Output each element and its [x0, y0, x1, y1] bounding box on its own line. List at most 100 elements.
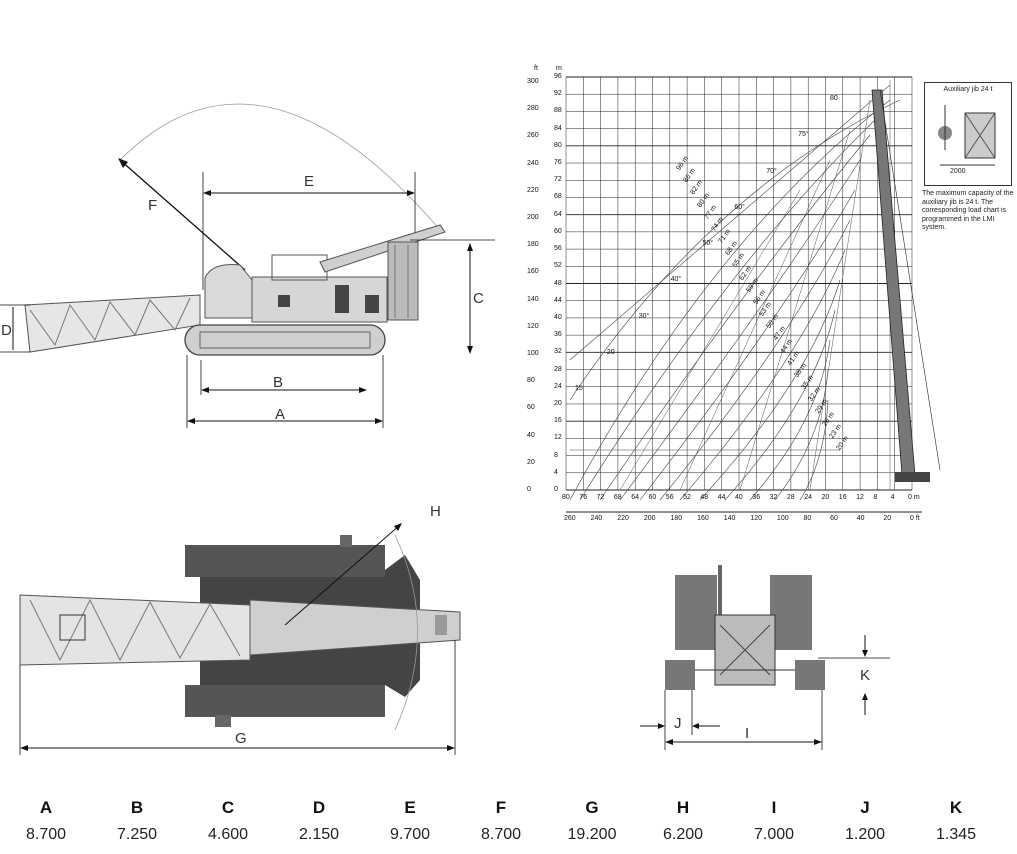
- y-tick-m: 76: [554, 159, 562, 167]
- unit-ft-label: ft: [534, 65, 538, 72]
- x-tick-ft: 240: [590, 515, 603, 522]
- table-value-h: 6.200: [662, 826, 704, 843]
- y-tick-m: 64: [554, 210, 562, 218]
- jib-note: The maximum capacity of the auxiliary ji…: [922, 190, 1014, 231]
- y-tick-m: 44: [554, 296, 562, 304]
- x-tick-ft: 0 ft: [910, 515, 920, 522]
- table-letter-e: E: [404, 798, 416, 817]
- y-tick-ft: 80: [527, 377, 535, 385]
- x-tick-ft: 160: [697, 515, 709, 522]
- table-value-g: 19.200: [567, 826, 617, 843]
- table-letter-i: I: [771, 798, 777, 817]
- boom-angle-label: 15: [575, 385, 583, 392]
- label-j: J: [674, 715, 682, 732]
- table-value-c: 4.600: [207, 826, 249, 843]
- y-tick-m: 36: [554, 331, 562, 339]
- y-tick-m: 88: [554, 107, 562, 115]
- front-view-drawing: [640, 565, 890, 750]
- table-value-f: 8.700: [480, 826, 522, 843]
- label-b: B: [273, 374, 284, 391]
- table-letter-c: C: [221, 798, 235, 817]
- y-tick-m: 8: [554, 451, 558, 459]
- x-tick-m: 80: [562, 494, 570, 501]
- y-tick-m: 32: [554, 348, 562, 356]
- y-tick-ft: 220: [527, 186, 539, 194]
- x-tick-m: 12: [856, 494, 864, 501]
- table-letter-k: K: [949, 798, 963, 817]
- boom-angle-label: 20: [606, 348, 615, 356]
- x-tick-m: 32: [769, 494, 778, 501]
- top-view-drawing: [19, 523, 461, 755]
- range-chart-grid: [565, 76, 941, 513]
- label-i: I: [745, 725, 750, 742]
- y-tick-ft: 140: [527, 295, 539, 303]
- label-d: D: [1, 322, 12, 339]
- y-tick-m: 92: [554, 90, 562, 98]
- label-f: F: [148, 197, 158, 214]
- x-tick-m: 4: [890, 494, 895, 501]
- x-tick-m: 76: [579, 494, 588, 501]
- y-tick-m: 80: [554, 141, 562, 149]
- y-tick-m: 20: [554, 399, 562, 407]
- x-tick-m: 28: [786, 494, 795, 501]
- label-k: K: [860, 667, 871, 684]
- x-tick-m: 72: [596, 494, 605, 501]
- y-tick-m: 68: [554, 193, 562, 201]
- table-letter-d: D: [312, 798, 326, 817]
- label-h: H: [430, 503, 441, 520]
- auxiliary-jib-box: Auxiliary jib 24 t 2000: [924, 82, 1012, 186]
- x-tick-ft: 100: [776, 515, 789, 522]
- y-tick-m: 16: [554, 417, 562, 425]
- x-tick-ft: 120: [750, 515, 762, 522]
- x-tick-ft: 140: [723, 515, 736, 522]
- x-tick-ft: 260: [564, 515, 576, 522]
- table-value-k: 1.345: [935, 826, 977, 843]
- y-tick-m: 56: [554, 245, 562, 253]
- y-tick-m: 0: [554, 486, 558, 493]
- y-tick-ft: 0: [527, 486, 531, 493]
- jib-drawing: [938, 105, 996, 166]
- y-tick-ft: 160: [527, 268, 539, 276]
- label-c: C: [473, 290, 484, 307]
- y-tick-ft: 40: [527, 431, 535, 439]
- table-value-i: 7.000: [753, 826, 795, 843]
- y-tick-m: 72: [554, 176, 562, 184]
- y-tick-m: 40: [554, 313, 562, 321]
- boom-angle-label: 80: [830, 95, 838, 102]
- x-tick-m: 40: [735, 494, 743, 501]
- table-value-d: 2.150: [298, 826, 340, 843]
- y-tick-ft: 100: [527, 350, 539, 357]
- x-tick-ft: 60: [830, 515, 838, 522]
- jib-box-title: Auxiliary jib 24 t: [943, 86, 993, 93]
- y-tick-m: 60: [554, 227, 562, 235]
- boom-angle-label: 60°: [734, 203, 745, 211]
- x-tick-m: 36: [752, 494, 761, 501]
- x-tick-m: 0 m: [908, 494, 920, 501]
- table-letter-f: F: [495, 798, 507, 817]
- x-tick-ft: 20: [883, 515, 892, 522]
- front-view: K J I: [630, 560, 900, 760]
- side-view: E F C D B A: [0, 0, 500, 440]
- x-tick-ft: 180: [670, 515, 683, 522]
- boom-angle-label: 30°: [638, 312, 650, 320]
- x-tick-ft: 40: [856, 515, 865, 522]
- table-value-b: 7.250: [116, 826, 158, 843]
- y-tick-m: 4: [554, 468, 558, 476]
- y-tick-ft: 120: [527, 322, 539, 330]
- table-value-a: 8.700: [25, 826, 67, 843]
- y-tick-m: 12: [554, 434, 562, 442]
- label-a: A: [275, 406, 286, 423]
- x-tick-m: 44: [717, 494, 726, 501]
- x-tick-m: 60: [648, 494, 657, 501]
- table-letter-j: J: [860, 798, 870, 817]
- x-tick-m: 64: [631, 494, 639, 501]
- y-tick-m: 84: [554, 124, 562, 132]
- side-view-drawing: [0, 103, 495, 428]
- x-tick-m: 52: [683, 494, 691, 501]
- x-tick-m: 24: [804, 494, 812, 501]
- label-e: E: [304, 173, 315, 190]
- y-tick-ft: 20: [527, 458, 535, 466]
- x-tick-ft: 80: [803, 515, 812, 522]
- table-value-e: 9.700: [389, 826, 431, 843]
